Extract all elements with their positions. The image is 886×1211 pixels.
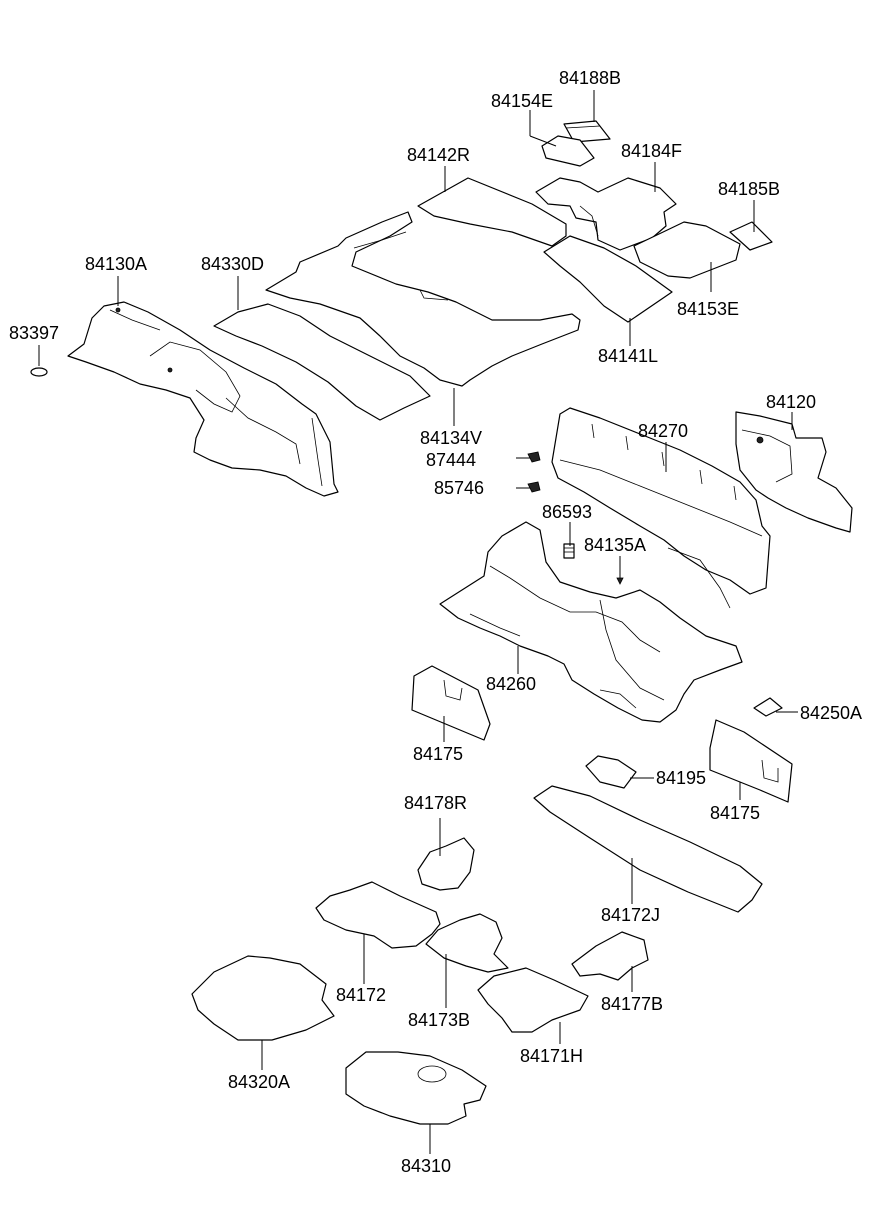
part-84120[interactable] bbox=[735, 411, 853, 533]
part-84330D[interactable] bbox=[213, 303, 431, 421]
leader-lines bbox=[38, 90, 798, 1154]
label-84270: 84270 bbox=[638, 421, 688, 441]
part-84250A[interactable] bbox=[753, 697, 783, 717]
label-87444: 87444 bbox=[426, 450, 476, 470]
label-84171H: 84171H bbox=[520, 1046, 583, 1066]
label-84153E: 84153E bbox=[677, 299, 739, 319]
part-84175-left[interactable] bbox=[411, 665, 491, 741]
label-84172J: 84172J bbox=[601, 905, 660, 925]
part-84171H[interactable] bbox=[477, 967, 589, 1033]
label-84142R: 84142R bbox=[407, 145, 470, 165]
label-85746: 85746 bbox=[434, 478, 484, 498]
label-84172: 84172 bbox=[336, 985, 386, 1005]
label-84188B: 84188B bbox=[559, 68, 621, 88]
label-84260: 84260 bbox=[486, 674, 536, 694]
part-84184F[interactable] bbox=[535, 177, 677, 251]
label-84184F: 84184F bbox=[621, 141, 682, 161]
part-84153E[interactable] bbox=[633, 221, 741, 279]
part-84188B[interactable] bbox=[563, 120, 611, 143]
label-84177B: 84177B bbox=[601, 994, 663, 1014]
part-84320A[interactable] bbox=[191, 955, 335, 1041]
label-84134V: 84134V bbox=[420, 428, 482, 448]
part-84185B[interactable] bbox=[729, 221, 773, 251]
part-84175-right[interactable] bbox=[709, 719, 793, 803]
label-86593: 86593 bbox=[542, 502, 592, 522]
part-84178R[interactable] bbox=[417, 837, 475, 891]
part-84172[interactable] bbox=[315, 881, 441, 949]
label-84175-left: 84175 bbox=[413, 744, 463, 764]
label-84178R: 84178R bbox=[404, 793, 467, 813]
part-84270[interactable] bbox=[551, 407, 771, 595]
label-83397: 83397 bbox=[9, 323, 59, 343]
part-84142R[interactable] bbox=[417, 177, 567, 247]
label-84185B: 84185B bbox=[718, 179, 780, 199]
part-84141L[interactable] bbox=[543, 235, 673, 323]
label-84154E: 84154E bbox=[491, 91, 553, 111]
part-85746[interactable] bbox=[527, 481, 541, 493]
part-84260[interactable] bbox=[439, 521, 743, 723]
part-labels: 84188B 84154E 84184F 84142R 84185B 84130… bbox=[9, 68, 862, 1176]
label-84173B: 84173B bbox=[408, 1010, 470, 1030]
label-84175-right: 84175 bbox=[710, 803, 760, 823]
part-86593[interactable] bbox=[563, 543, 575, 559]
part-84154E[interactable] bbox=[541, 135, 595, 167]
label-84130A: 84130A bbox=[85, 254, 147, 274]
part-83397[interactable] bbox=[30, 367, 48, 377]
part-84177B[interactable] bbox=[571, 931, 649, 981]
part-84195[interactable] bbox=[585, 755, 637, 789]
part-84130A[interactable] bbox=[67, 301, 339, 497]
part-84310[interactable] bbox=[345, 1051, 487, 1125]
label-84330D: 84330D bbox=[201, 254, 264, 274]
label-84320A: 84320A bbox=[228, 1072, 290, 1092]
part-84134V[interactable] bbox=[265, 211, 581, 387]
label-84120: 84120 bbox=[766, 392, 816, 412]
label-84141L: 84141L bbox=[598, 346, 658, 366]
label-84135A: 84135A bbox=[584, 535, 646, 555]
label-84310: 84310 bbox=[401, 1156, 451, 1176]
label-84250A: 84250A bbox=[800, 703, 862, 723]
label-84195: 84195 bbox=[656, 768, 706, 788]
part-84172J[interactable] bbox=[533, 785, 763, 913]
part-84135A[interactable] bbox=[616, 577, 624, 585]
part-87444[interactable] bbox=[527, 451, 541, 463]
